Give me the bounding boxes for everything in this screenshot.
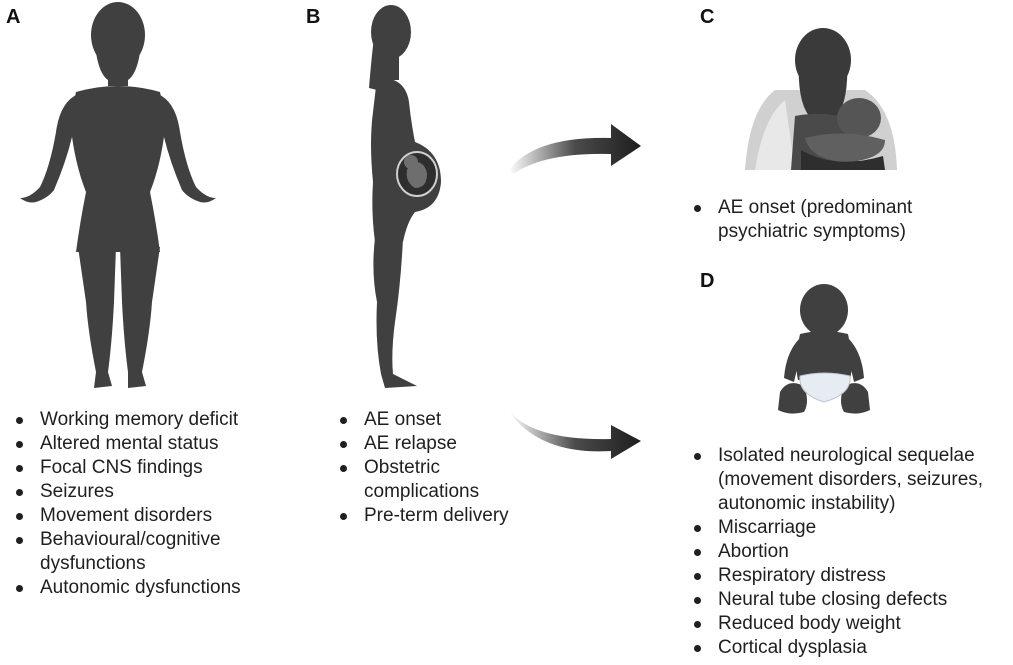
list-item: Miscarriage xyxy=(692,516,1010,540)
panel-label-d: D xyxy=(700,270,715,292)
list-item: Cortical dysplasia xyxy=(692,636,1010,660)
list-item: AE onset xyxy=(338,408,518,432)
panel-d-list: Isolated neurological sequelae (movement… xyxy=(692,444,1010,660)
panel-label-a: A xyxy=(6,6,21,28)
breastfeeding-mother-figure xyxy=(745,28,897,170)
list-item: Behavioural/cognitive dysfunctions xyxy=(14,528,274,576)
arrow-to-postpartum xyxy=(509,124,641,174)
list-item: Reduced body weight xyxy=(692,612,1010,636)
list-item: Neural tube closing defects xyxy=(692,588,1010,612)
list-item: Respiratory distress xyxy=(692,564,1010,588)
list-item: Movement disorders xyxy=(14,504,274,528)
sitting-baby-figure xyxy=(778,284,870,414)
list-item: Obstetric complications xyxy=(338,456,518,504)
list-item: Altered mental status xyxy=(14,432,274,456)
list-item: Abortion xyxy=(692,540,1010,564)
standing-woman-figure xyxy=(20,2,216,388)
list-item: Working memory deficit xyxy=(14,408,274,432)
panel-label-c: C xyxy=(700,6,715,28)
list-item: Pre-term delivery xyxy=(338,504,518,528)
list-item: Isolated neurological sequelae (movement… xyxy=(692,444,1010,516)
panel-c-list: AE onset (predominant psychiatric sympto… xyxy=(692,196,952,244)
pregnant-woman-figure xyxy=(369,5,441,388)
panel-label-b: B xyxy=(306,6,321,28)
list-item: AE onset (predominant psychiatric sympto… xyxy=(692,196,952,244)
list-item: AE relapse xyxy=(338,432,518,456)
panel-a-list: Working memory deficit Altered mental st… xyxy=(14,408,274,600)
arrow-to-newborn xyxy=(509,411,641,459)
panel-b-list: AE onset AE relapse Obstetric complicati… xyxy=(338,408,518,528)
list-item: Autonomic dysfunctions xyxy=(14,576,274,600)
list-item: Seizures xyxy=(14,480,274,504)
list-item: Focal CNS findings xyxy=(14,456,274,480)
